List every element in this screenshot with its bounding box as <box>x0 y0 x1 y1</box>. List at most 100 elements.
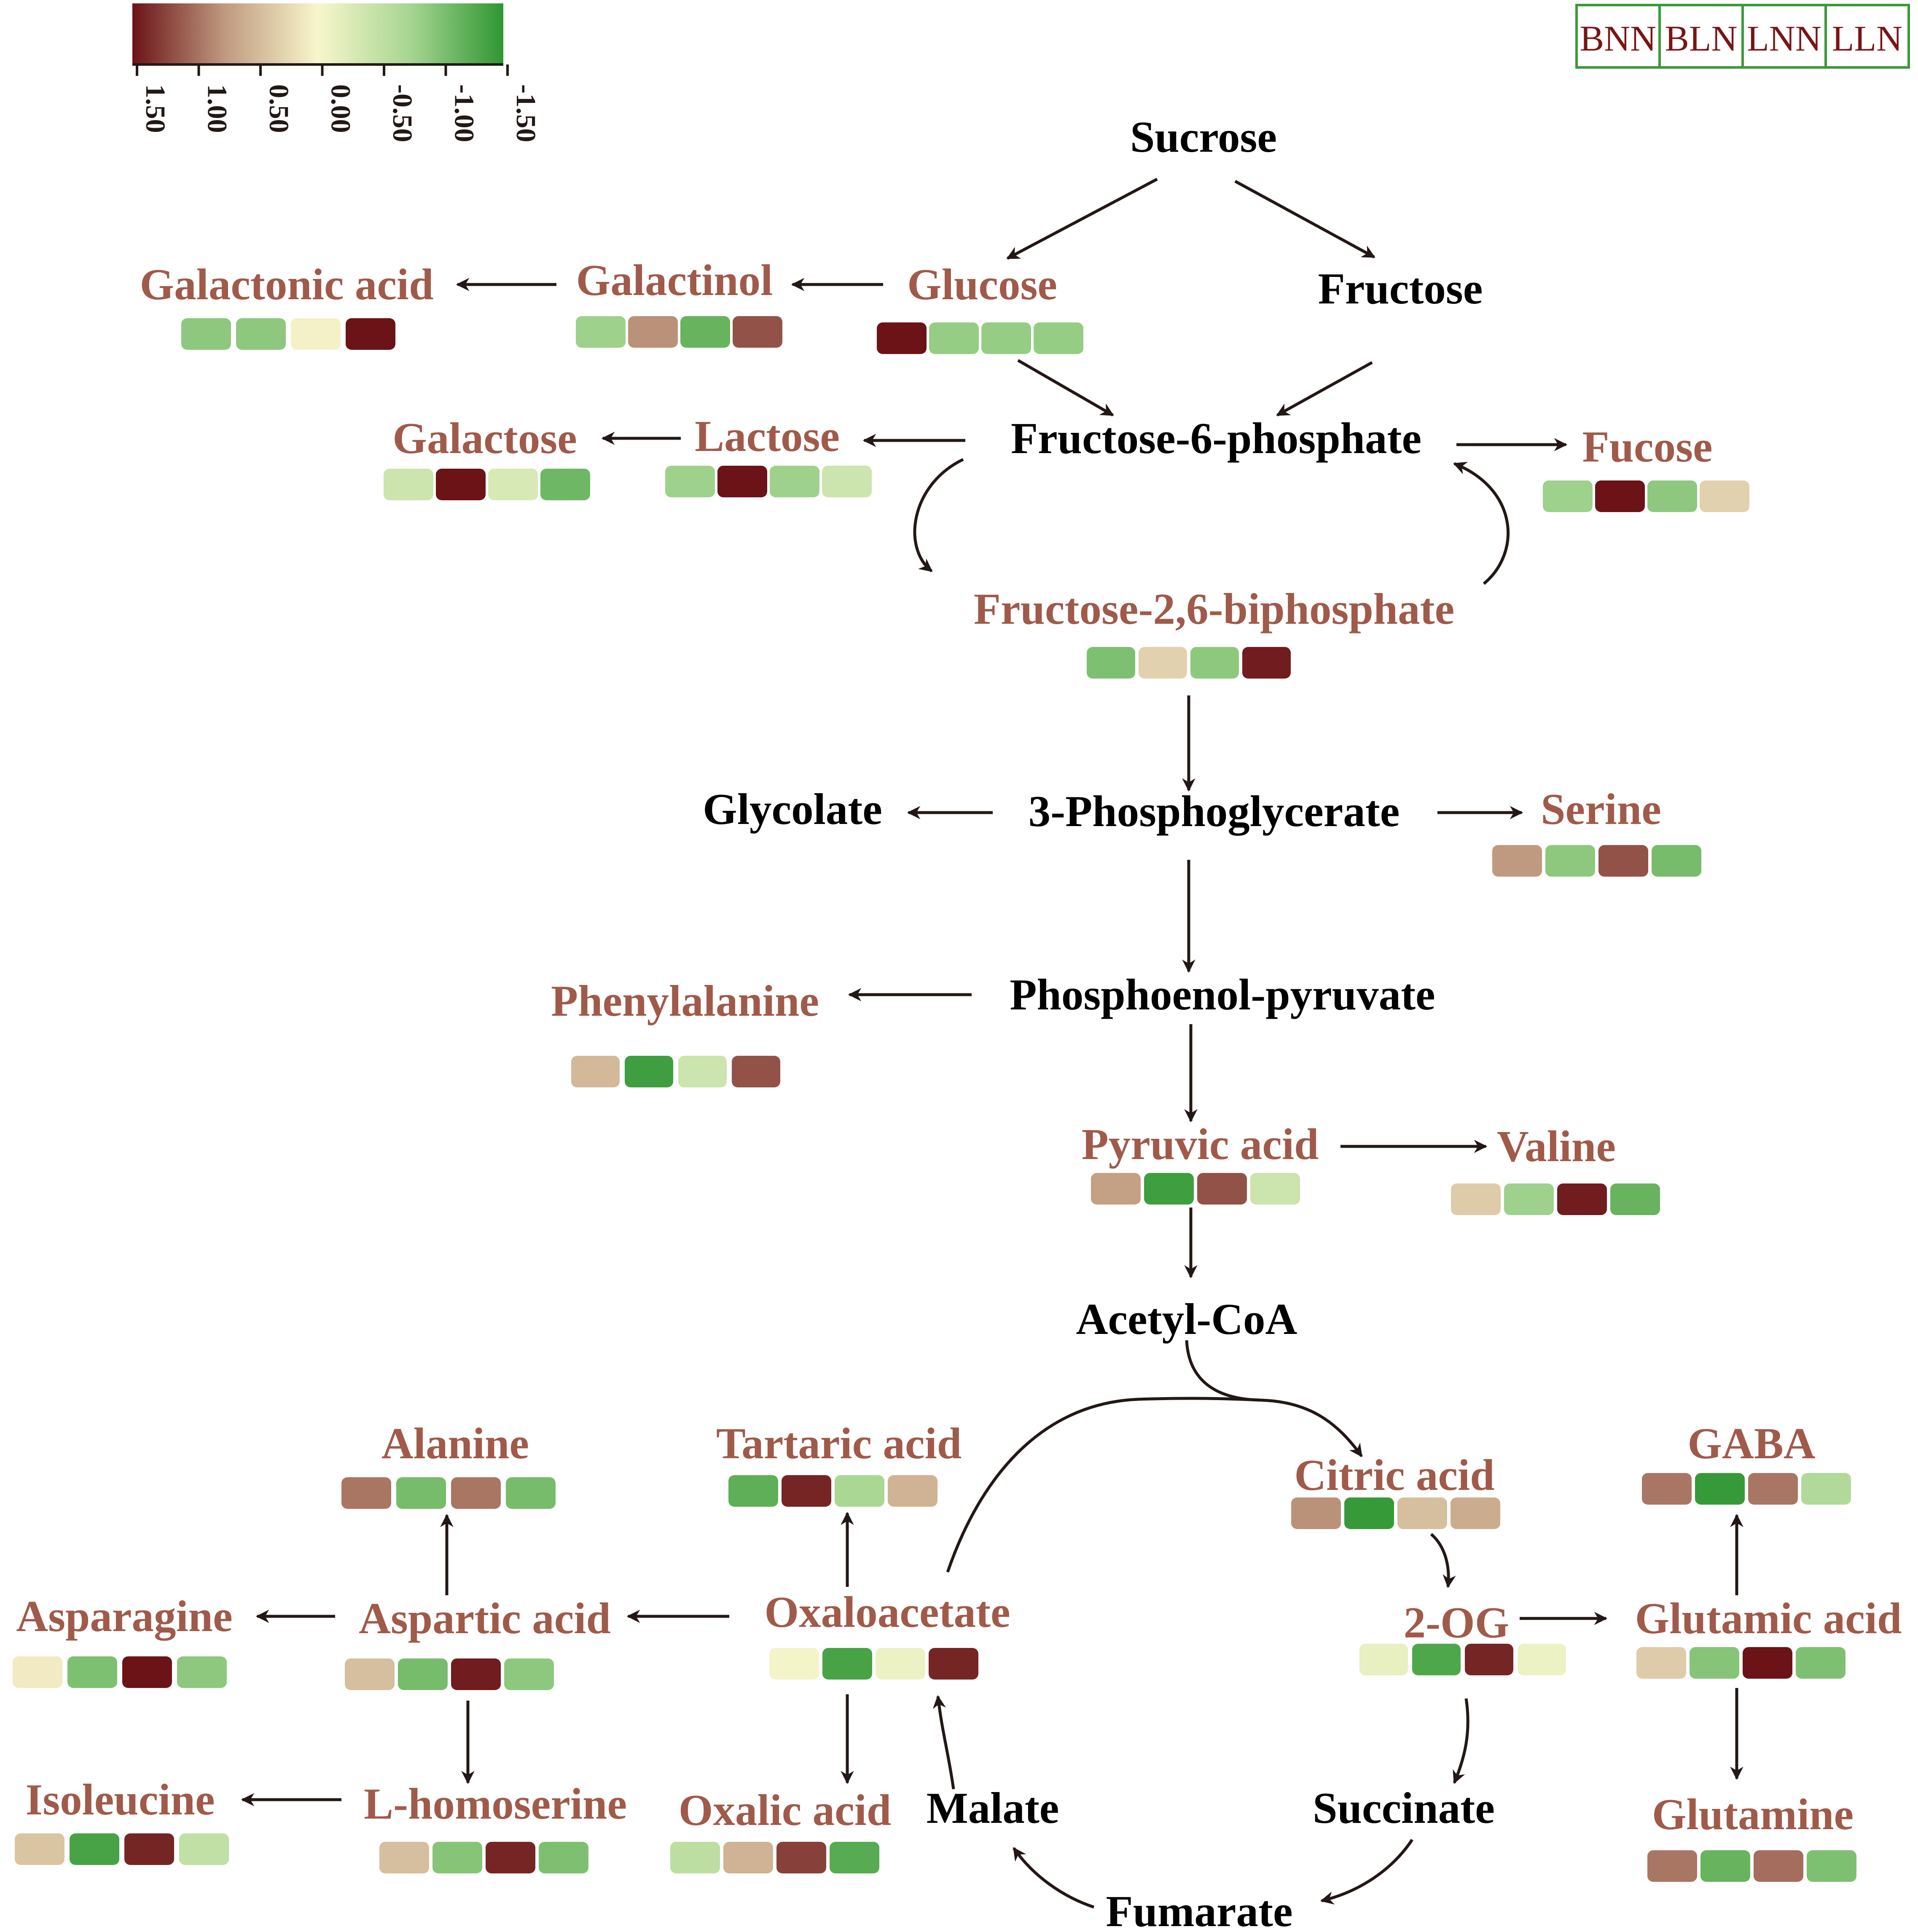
heat-cell-lnn <box>488 469 538 500</box>
metabolite-label: Fructose-2,6-biphosphate <box>974 584 1454 633</box>
metabolite-succinate: Succinate <box>1313 1783 1495 1833</box>
heat-cell-lnn <box>1748 1473 1798 1505</box>
sample-header-bnn: BNN <box>1580 18 1657 59</box>
heat-cell-lln <box>1250 1173 1300 1205</box>
metabolite-label: Tartaric acid <box>716 1419 962 1468</box>
heat-cell-lln <box>1451 1497 1500 1529</box>
heat-cell-bnn <box>181 318 231 350</box>
heat-cell-bnn <box>13 1656 62 1688</box>
heat-cell-lnn <box>451 1658 501 1690</box>
heat-cell-lln <box>1652 845 1701 877</box>
colorbar-tick-label: -0.50 <box>387 84 418 142</box>
metabolite-label: Succinate <box>1313 1783 1495 1833</box>
heat-cell-bnn <box>1647 1850 1697 1882</box>
heat-cell-bnn <box>1451 1183 1501 1215</box>
heat-cell-bln <box>1344 1497 1394 1529</box>
heat-cell-bnn <box>769 1648 819 1680</box>
metabolite-acetylcoa: Acetyl-CoA <box>1076 1294 1297 1344</box>
heat-cell-lnn <box>1397 1497 1447 1529</box>
heat-cell-lln <box>1518 1644 1566 1675</box>
heat-cell-bln <box>436 469 486 500</box>
metabolite-label: Valine <box>1497 1122 1616 1171</box>
heat-cell-bnn <box>728 1475 778 1507</box>
heat-cell-lln <box>929 1648 978 1680</box>
metabolite-label: Pyruvic acid <box>1082 1119 1319 1169</box>
metabolite-lhomoserine: L-homoserine <box>364 1779 627 1873</box>
metabolite-label: Phenylalanine <box>551 976 819 1025</box>
heat-cell-lnn <box>1190 647 1239 679</box>
heat-cell-lln <box>1034 322 1083 354</box>
heat-cell-lln <box>540 469 590 500</box>
colorbar-tick-label: 1.50 <box>140 84 171 133</box>
metabolite-label: Isoleucine <box>25 1775 215 1824</box>
heat-cell-bnn <box>345 1658 395 1690</box>
metabolite-label: Glutamic acid <box>1635 1594 1902 1643</box>
metabolite-malate: Malate <box>927 1783 1059 1833</box>
heat-cell-lln <box>346 318 395 350</box>
arrow-acetylcoa-citric <box>1185 1340 1363 1457</box>
metabolite-label: Glycolate <box>703 784 882 834</box>
heat-cell-lnn <box>1743 1647 1792 1679</box>
heat-cell-bnn <box>15 1833 64 1865</box>
arrow-fumarate-malate <box>1013 1847 1095 1909</box>
heat-cell-lnn <box>124 1833 174 1865</box>
heat-cell-lnn <box>876 1648 925 1680</box>
heat-cell-bln <box>1139 647 1187 679</box>
sample-header-cell <box>1658 4 1744 69</box>
heat-cell-bnn <box>877 322 927 354</box>
heat-cell-lln <box>733 316 782 348</box>
heat-cell-lnn <box>451 1477 501 1509</box>
heat-cell-bln <box>1144 1173 1194 1205</box>
metabolite-isoleucine: Isoleucine <box>15 1775 229 1865</box>
metabolite-f26bp: Fructose-2,6-biphosphate <box>974 584 1454 679</box>
metabolite-label: Sucrose <box>1130 112 1277 161</box>
sample-header-lln: LLN <box>1832 18 1902 59</box>
heat-cell-bln <box>625 1056 673 1087</box>
arrow-oxaloacetate-citric <box>946 1397 1261 1573</box>
sample-header-cell <box>1824 4 1910 69</box>
arrow-f26bp-f6p <box>1453 462 1510 585</box>
heat-cell-bln <box>1504 1183 1554 1215</box>
heat-cell-lln <box>732 1056 780 1087</box>
metabolite-label: Serine <box>1541 784 1661 834</box>
heat-cell-lln <box>1807 1850 1856 1882</box>
heat-cell-lln <box>1700 480 1749 512</box>
heat-cell-bln <box>929 322 979 354</box>
metabolite-galactonic: Galactonic acid <box>140 260 434 350</box>
arrow-sucrose-fructose <box>1234 180 1375 259</box>
heat-cell-lnn <box>770 466 819 497</box>
heat-cell-bln <box>398 1658 448 1690</box>
heat-cell-bnn <box>341 1477 391 1509</box>
metabolite-pyruvic: Pyruvic acid <box>1082 1119 1319 1205</box>
heat-cell-bln <box>396 1477 446 1509</box>
metabolite-phenylalanine: Phenylalanine <box>551 976 819 1087</box>
sample-header-lnn: LNN <box>1747 18 1821 59</box>
metabolite-alanine: Alanine <box>341 1419 556 1509</box>
heat-cell-bnn <box>1636 1647 1686 1679</box>
metabolite-aspartic: Aspartic acid <box>345 1594 611 1690</box>
metabolite-fructose: Fructose <box>1318 264 1483 313</box>
heat-cell-bnn <box>665 466 715 497</box>
heat-cell-lln <box>1801 1473 1851 1505</box>
heat-cell-bnn <box>384 469 433 500</box>
arrow-malate-oxaloacetate <box>932 1695 955 1790</box>
heat-cell-bln <box>1595 480 1645 512</box>
arrow-fructose-f6p <box>1276 361 1373 417</box>
heat-cell-bln <box>1695 1473 1745 1505</box>
heat-cell-lln <box>822 466 872 497</box>
arrow-citric-og <box>1430 1533 1456 1589</box>
arrow-og-succinate <box>1453 1698 1469 1784</box>
metabolite-glycolate: Glycolate <box>703 784 882 834</box>
heat-cell-bln <box>628 316 678 348</box>
heat-cell-lln <box>539 1842 588 1873</box>
metabolite-label: Citric acid <box>1294 1450 1494 1500</box>
colorbar-tick-label: -1.50 <box>510 84 541 142</box>
metabolite-label: Oxalic acid <box>679 1785 892 1835</box>
metabolite-pga: 3-Phosphoglycerate <box>1029 786 1400 836</box>
metabolite-label: Galactose <box>392 413 577 463</box>
metabolite-label: Fumarate <box>1106 1886 1292 1932</box>
metabolite-label: 2-OG <box>1404 1598 1510 1647</box>
heat-cell-bln <box>1412 1644 1461 1675</box>
metabolite-label: GABA <box>1687 1419 1816 1468</box>
